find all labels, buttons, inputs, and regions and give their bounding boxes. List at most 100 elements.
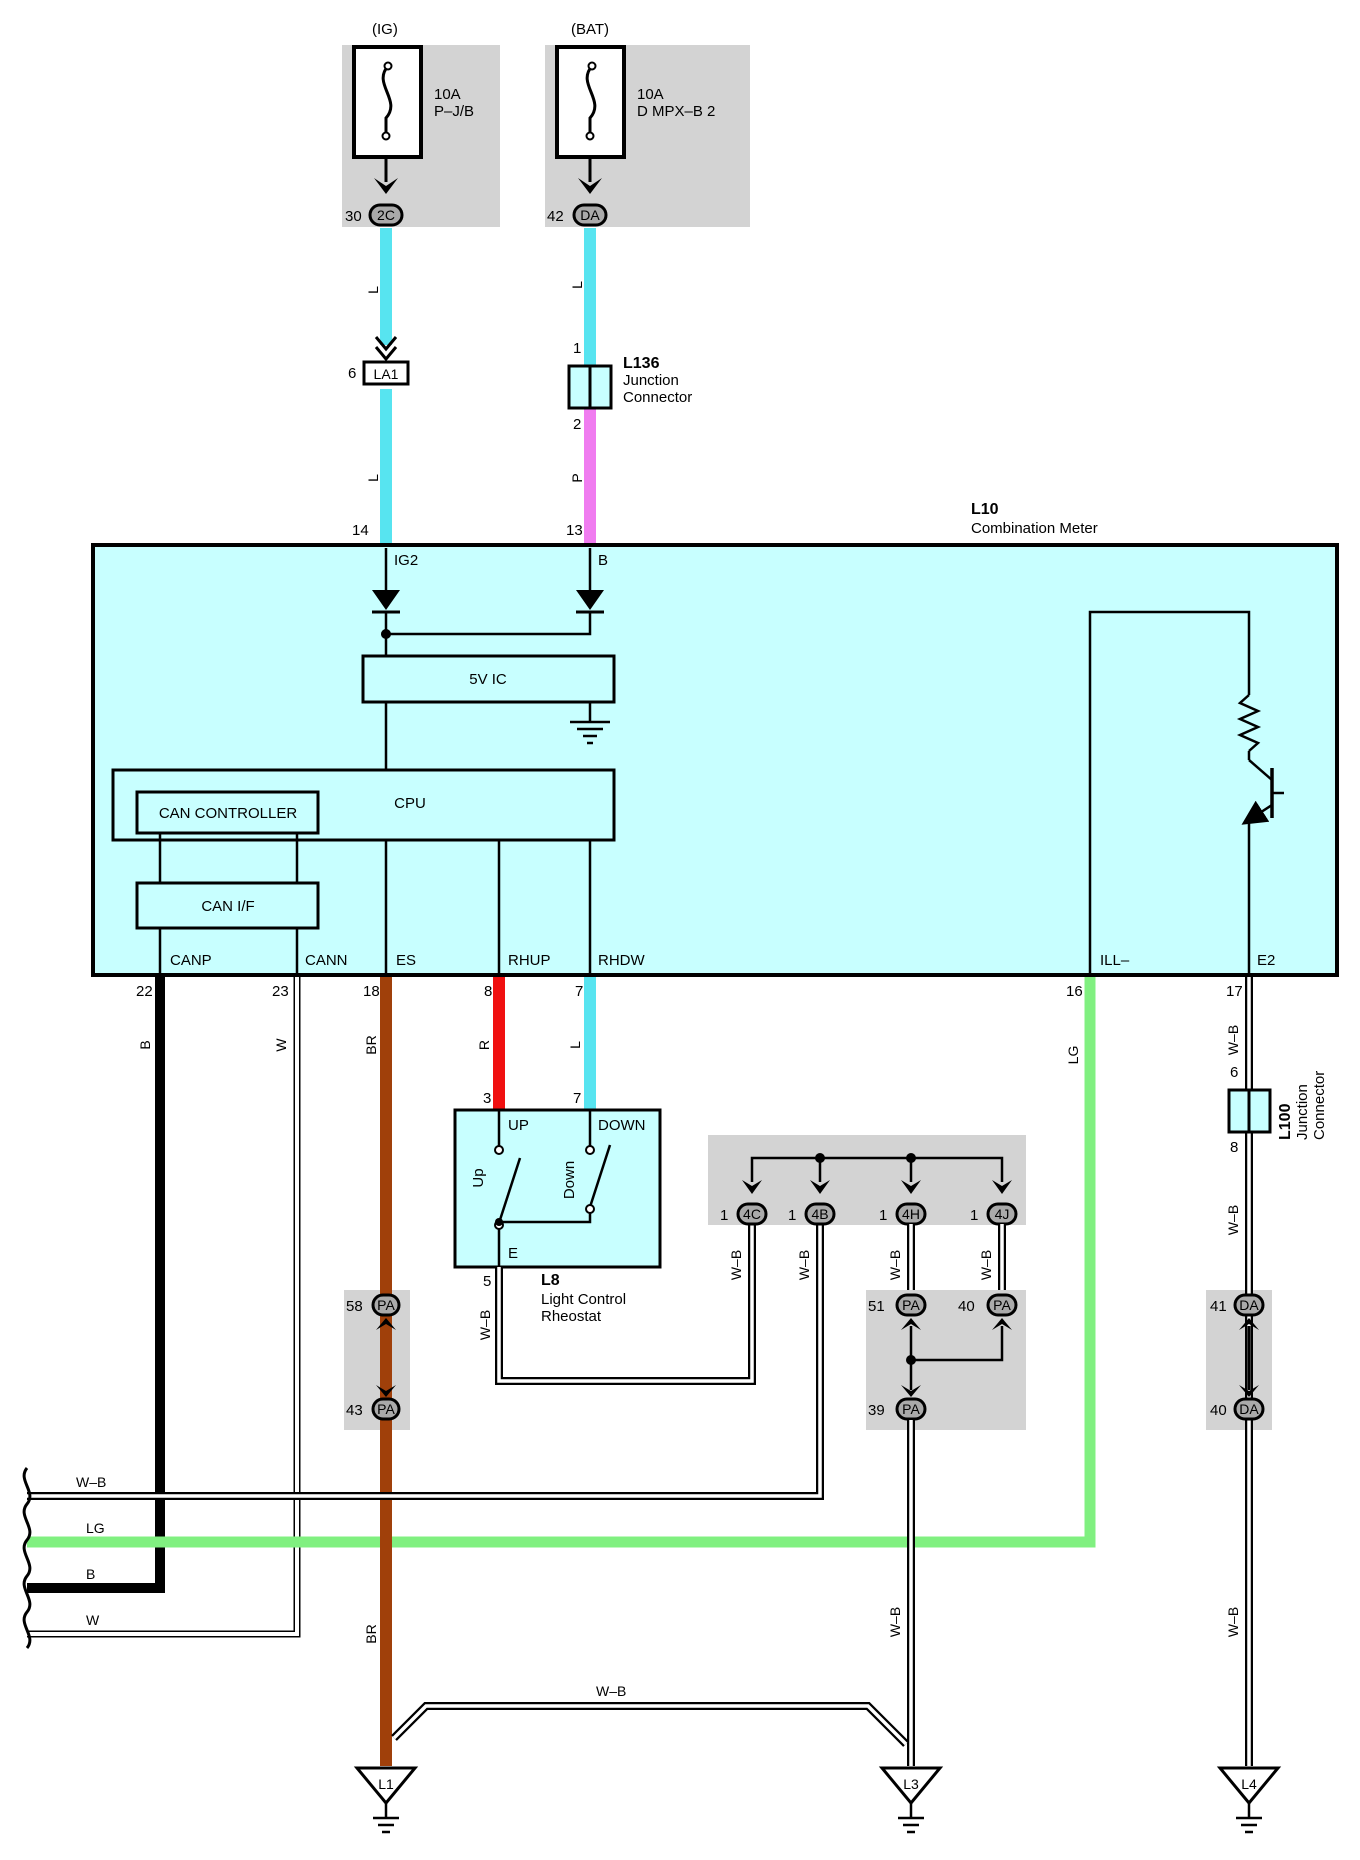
- rheostat-up-label: UP: [508, 1117, 529, 1134]
- ig-fuse-amp: 10A: [434, 86, 461, 103]
- rheostat-pin-e: 5: [483, 1273, 491, 1290]
- j136-pin-1: 1: [573, 340, 581, 357]
- pa43-conn: PA: [377, 1401, 395, 1417]
- wire-rhup: R 3: [476, 977, 505, 1110]
- wire-pa39-ground: W–B: [887, 1420, 915, 1766]
- wire-rheostat-ground: W–B: [477, 1222, 756, 1385]
- pin-rhup: 8: [484, 983, 492, 1000]
- wire-e2-label-2: W–B: [1225, 1205, 1241, 1235]
- pin-ig2: 14: [352, 522, 369, 539]
- wire-es-label-2: BR: [363, 1624, 379, 1643]
- ic-5v-label: 5V IC: [469, 671, 507, 688]
- switch-down-label: Down: [561, 1161, 578, 1199]
- wire-4b-label: W–B: [796, 1250, 812, 1280]
- wire-b-left-label: B: [86, 1566, 95, 1582]
- wire-ig: L LA1 6 L: [348, 228, 410, 548]
- pa51-conn: PA: [902, 1297, 920, 1313]
- ground-l3: L3: [878, 1766, 944, 1834]
- can-controller-label: CAN CONTROLLER: [159, 805, 298, 822]
- j136-id: L136: [623, 355, 660, 372]
- fuse-ig: (IG) 10A P–J/B 2C 30: [342, 21, 500, 227]
- label-rhup: RHUP: [508, 952, 551, 969]
- da41-pin: 41: [1210, 1298, 1227, 1315]
- bat-tag: (BAT): [571, 21, 609, 38]
- wire-canp: B B: [27, 977, 165, 1593]
- conn-pa-ground: PA PA 51 40 PA 39: [866, 1290, 1026, 1430]
- wire-cann-label: W: [273, 1038, 289, 1052]
- da41-conn: DA: [1239, 1297, 1259, 1313]
- wire-canp-label: B: [137, 1040, 153, 1049]
- label-ill: ILL–: [1100, 952, 1130, 969]
- la1-conn: LA1: [374, 366, 399, 382]
- wire-e2-label-3: W–B: [1225, 1607, 1241, 1637]
- wire-es-label-1: BR: [363, 1035, 379, 1054]
- label-cann: CANN: [305, 952, 348, 969]
- bat-pin: 42: [547, 208, 564, 225]
- pin-cann: 23: [272, 983, 289, 1000]
- pin-rhdw: 7: [575, 983, 583, 1000]
- wire-bat-label-l: L: [569, 281, 585, 289]
- j136-label-2: Connector: [623, 389, 692, 406]
- conn-4c: 4C: [743, 1206, 761, 1222]
- pa40-pin: 40: [958, 1298, 975, 1315]
- joint-connector-block: 4C 4B 4H 4J 1 1 1 1: [708, 1135, 1026, 1226]
- rheostat-name-1: Light Control: [541, 1291, 626, 1308]
- rheostat-down-label: DOWN: [598, 1117, 646, 1134]
- pa39-conn: PA: [902, 1401, 920, 1417]
- wire-ill-label: LG: [1065, 1046, 1081, 1065]
- wire-e2-label-1: W–B: [1225, 1025, 1241, 1055]
- light-control-rheostat: UP DOWN E Up Down L8 Light Control Rheos…: [453, 1108, 662, 1325]
- combination-meter: L10 Combination Meter 14 13 IG2 B 5V IC …: [91, 501, 1339, 1000]
- can-if-label: CAN I/F: [201, 898, 254, 915]
- pin-ill: 16: [1066, 983, 1083, 1000]
- pin-e2: 17: [1226, 983, 1243, 1000]
- da40-pin: 40: [1210, 1402, 1227, 1419]
- bat-fuse-name: D MPX–B 2: [637, 103, 715, 120]
- label-rhdw: RHDW: [598, 952, 645, 969]
- wire-break-symbol: [22, 1467, 32, 1649]
- wire-wb-left-label: W–B: [76, 1474, 106, 1490]
- ground-l4-label: L4: [1241, 1776, 1257, 1792]
- conn-4h-pin: 1: [879, 1207, 887, 1224]
- pa51-pin: 51: [868, 1298, 885, 1315]
- j136-label-1: Junction: [623, 372, 679, 389]
- conn-da-e2: DA 41 DA 40: [1206, 1290, 1272, 1430]
- j136-pin-2: 2: [573, 416, 581, 433]
- conn-4b: 4B: [811, 1206, 828, 1222]
- label-b: B: [598, 552, 608, 569]
- pin-canp: 22: [136, 983, 153, 1000]
- ground-l3-label: L3: [903, 1776, 919, 1792]
- ground-l4: L4: [1216, 1766, 1282, 1834]
- da40-conn: DA: [1239, 1401, 1259, 1417]
- wire-rheostat-ground-label: W–B: [477, 1310, 493, 1340]
- pin-b: 13: [566, 522, 583, 539]
- ig-conn: 2C: [377, 207, 395, 223]
- wire-bridge: W–B: [391, 1683, 909, 1747]
- wire-4b-left: W–B: [27, 1222, 824, 1500]
- meter-id: L10: [971, 501, 999, 518]
- label-es: ES: [396, 952, 416, 969]
- l100-pin-bottom: 8: [1230, 1139, 1238, 1156]
- ground-l1-label: L1: [378, 1776, 394, 1792]
- l100-label-2: Connector: [1311, 1071, 1328, 1140]
- fuse-bat: (BAT) 10A D MPX–B 2 DA 42: [545, 21, 750, 227]
- conn-pa-es: PA 58 PA 43: [344, 1290, 410, 1430]
- wire-rhdw: L 7: [567, 977, 596, 1110]
- rheostat-name-2: Rheostat: [541, 1308, 602, 1325]
- pa58-conn: PA: [377, 1297, 395, 1313]
- wire-4h-4j: W–B W–B: [887, 1224, 1006, 1296]
- conn-4j: 4J: [995, 1206, 1010, 1222]
- ground-l1: L1: [353, 1766, 419, 1834]
- wire-cann: W W: [27, 977, 301, 1638]
- wire-4c-label: W–B: [728, 1250, 744, 1280]
- conn-4c-pin: 1: [720, 1207, 728, 1224]
- rheostat-e-label: E: [508, 1245, 518, 1262]
- cpu-label: CPU: [394, 795, 426, 812]
- ig-fuse-name: P–J/B: [434, 103, 474, 120]
- rheostat-pin-up: 3: [483, 1090, 491, 1107]
- rheostat-id: L8: [541, 1272, 560, 1289]
- bat-conn: DA: [580, 207, 600, 223]
- label-canp: CANP: [170, 952, 212, 969]
- wire-4j-label: W–B: [978, 1250, 994, 1280]
